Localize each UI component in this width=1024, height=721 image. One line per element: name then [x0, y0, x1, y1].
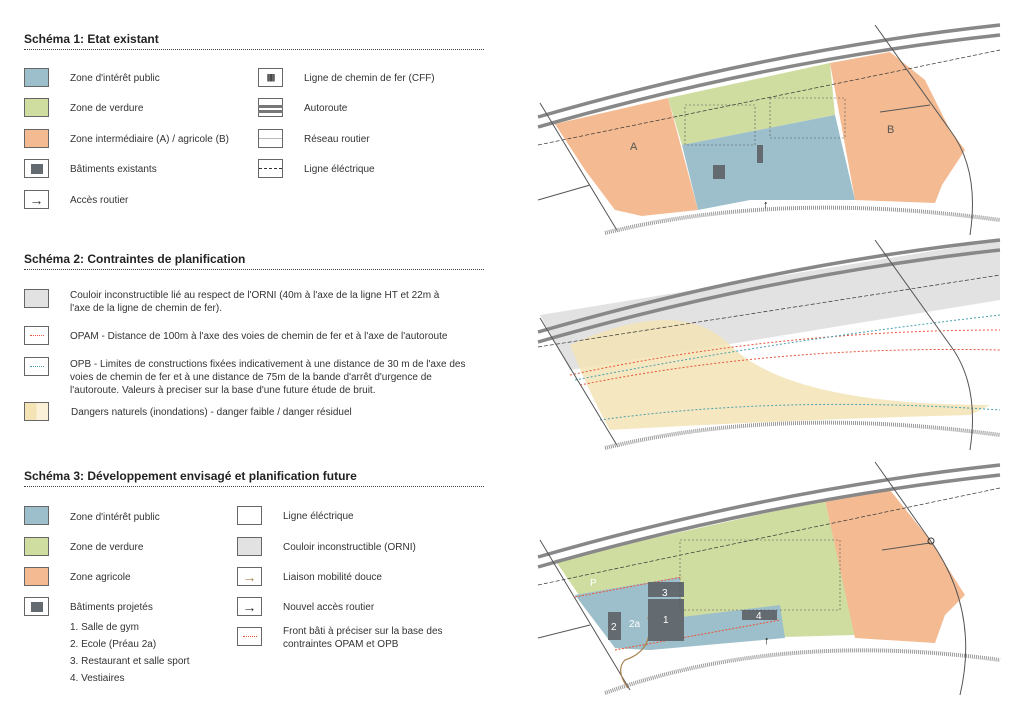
- building-4-label: 4: [756, 611, 762, 622]
- legend-label: Ligne de chemin de fer (CFF): [304, 73, 435, 84]
- power-line-icon: [258, 159, 283, 178]
- railway: [604, 420, 1001, 450]
- divider: [24, 486, 484, 487]
- node-icon: [927, 537, 935, 545]
- legend-label: Accès routier: [70, 195, 129, 206]
- legend-label: Nouvel accès routier: [283, 602, 375, 613]
- building-2-label: 2: [611, 622, 617, 633]
- legend-label: Couloir inconstructible (ORNI): [283, 542, 416, 553]
- power-line-swatch: [237, 506, 262, 525]
- legend-label: OPB - Limites de constructions fixées in…: [70, 359, 466, 396]
- divider: [24, 269, 484, 270]
- legend-label: Ligne éléctrique: [283, 511, 354, 522]
- legend-label: Zone d'intérêt public: [70, 73, 160, 84]
- swatch-green: [24, 98, 49, 117]
- opam-line: [569, 329, 1001, 386]
- arrow-icon: →: [237, 597, 262, 616]
- swatch-building: [24, 597, 49, 616]
- danger-zone: [570, 320, 990, 430]
- legend-label: Bâtiments existants: [70, 164, 157, 175]
- swatch-public: [24, 68, 49, 87]
- swatch-public: [24, 506, 49, 525]
- front-line: [574, 576, 781, 651]
- map-schema3: P 3 1 2 2a 4 ↑: [537, 461, 1001, 696]
- swatch-agricultural: [24, 567, 49, 586]
- building-3-label: 3: [662, 588, 668, 599]
- label-a: A: [630, 141, 638, 153]
- highway: [537, 463, 1001, 569]
- legend-label: Zone de verdure: [70, 542, 144, 553]
- legend-label: Bâtiments projetés: [70, 602, 153, 613]
- legend-label: Réseau routier: [304, 134, 370, 145]
- building-1-label: 1: [663, 615, 669, 626]
- legend-label: Zone agricole: [70, 572, 131, 583]
- zone-green: [668, 63, 835, 145]
- arrow-icon: →: [24, 190, 49, 209]
- zone-b: [830, 52, 965, 203]
- zone-public: [682, 115, 855, 210]
- swatch-orni: [237, 537, 262, 556]
- label-b: B: [887, 124, 894, 136]
- building-2: [608, 612, 621, 640]
- zone-a: [555, 98, 698, 216]
- swatch-danger: [24, 402, 49, 421]
- existing-building: [757, 145, 763, 163]
- highway: [537, 238, 1001, 344]
- existing-building: [713, 165, 725, 179]
- railway-icon: ||||||: [258, 68, 283, 87]
- swatch-building: [24, 159, 49, 178]
- legend-label: Couloir inconstructible lié au respect d…: [70, 290, 440, 314]
- building-3: [648, 582, 684, 597]
- swatch-orange: [24, 129, 49, 148]
- road-icon: [258, 129, 283, 148]
- roads: [537, 24, 973, 236]
- building-1: [648, 599, 684, 641]
- building-list-item: 2. Ecole (Préau 2a): [70, 639, 157, 650]
- opb-line: [574, 314, 1001, 421]
- legend-label: Autoroute: [304, 103, 348, 114]
- legend-label: Zone d'intérêt public: [70, 512, 160, 523]
- legend-label: Front bâti à préciser sur la base des co…: [283, 626, 443, 650]
- schema2-title: Schéma 2: Contraintes de planification: [24, 252, 246, 266]
- power-line: [537, 487, 1001, 586]
- railway: [604, 648, 1001, 695]
- legend-label: Zone intermédiaire (A) / agricole (B): [70, 134, 229, 145]
- mobility-arrow-icon: →: [237, 567, 262, 586]
- building-2a-label: 2a: [629, 619, 641, 630]
- building-list-item: 3. Restaurant et salle sport: [70, 656, 190, 667]
- parking-label: P: [590, 578, 597, 589]
- building-list-item: 1. Salle de gym: [70, 622, 139, 633]
- swatch-green: [24, 537, 49, 556]
- power-line: [537, 49, 1001, 146]
- legend-label: Liaison mobilité douce: [283, 572, 382, 583]
- opb-icon: [24, 357, 49, 376]
- map-schema1: A B ↑: [537, 23, 1001, 236]
- zone-agricultural: [825, 490, 965, 643]
- legend-label: Ligne éléctrique: [304, 164, 375, 175]
- swatch-orni: [24, 289, 49, 308]
- legend-label: Dangers naturels (inondations) - danger …: [71, 407, 352, 418]
- building-list-item: 4. Vestiaires: [70, 673, 125, 684]
- highway-icon: [258, 98, 283, 117]
- schema3-title: Schéma 3: Développement envisagé et plan…: [24, 469, 357, 483]
- railway: [604, 205, 1001, 235]
- access-arrow-icon: ↑: [764, 635, 770, 647]
- highway: [537, 23, 1001, 129]
- opam-icon: [24, 326, 49, 345]
- legend-label: OPAM - Distance de 100m à l'axe des voie…: [70, 331, 448, 342]
- legend-label: Zone de verdure: [70, 103, 144, 114]
- divider: [24, 49, 484, 50]
- schema1-title: Schéma 1: Etat existant: [24, 32, 159, 46]
- sports-fields: [679, 539, 841, 611]
- access-arrow-icon: ↑: [763, 199, 769, 211]
- building-4: [742, 610, 777, 620]
- front-line-icon: [237, 627, 262, 646]
- map-schema2: [537, 238, 1001, 451]
